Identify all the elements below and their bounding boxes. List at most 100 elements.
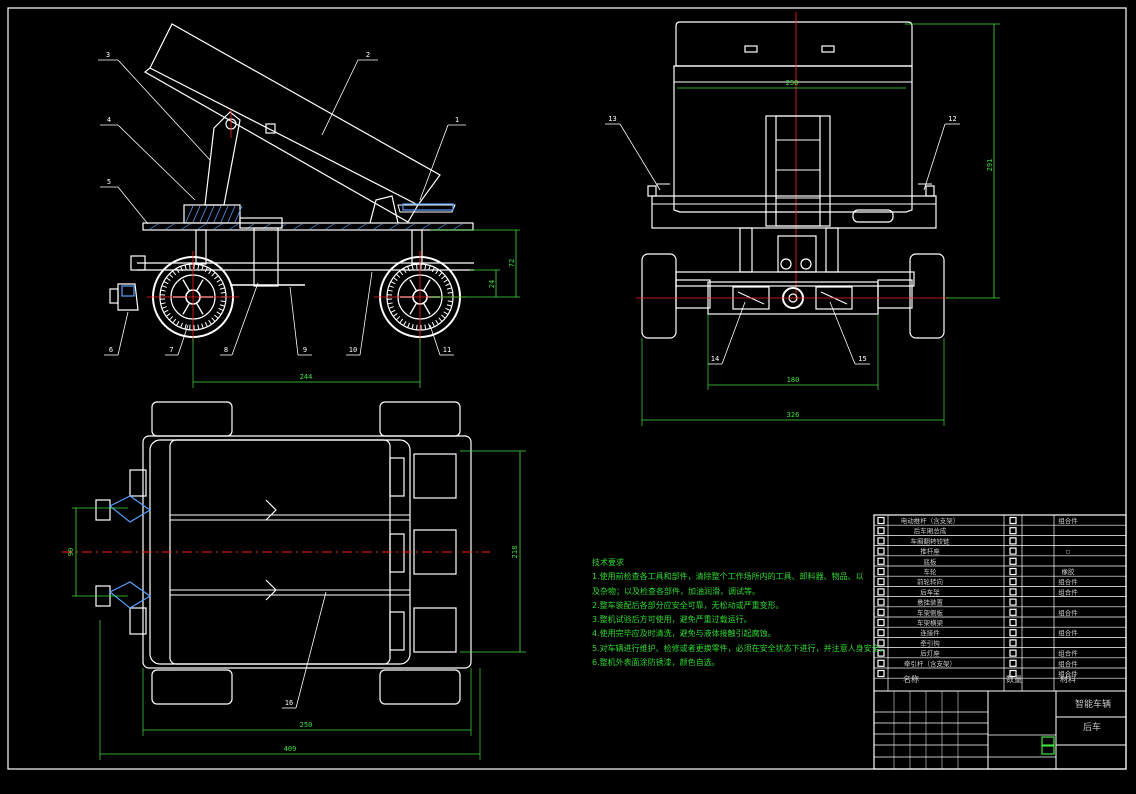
dim-text: 180 (787, 376, 800, 384)
front-wheel-tread (208, 319, 212, 325)
top-clip (389, 457, 405, 497)
title-box (1041, 745, 1055, 755)
bom-part-name: 电动推杆（含支架） (901, 516, 960, 525)
dump-box-lower-edge (143, 67, 419, 223)
hatch-line (227, 205, 236, 223)
front-wheel-tread (219, 304, 225, 307)
front-wheel-tread (204, 321, 208, 327)
bom-checkbox (1009, 537, 1017, 545)
front-wheel-spoke (195, 279, 204, 292)
leader-line (619, 123, 661, 191)
dim-text: 24 (488, 280, 496, 288)
front-wheel-tread (189, 324, 191, 330)
rear-wheel-tread (445, 283, 451, 287)
bom-checkbox (1009, 669, 1017, 678)
bom-part-name: 牵引杆（含支架） (904, 659, 956, 668)
bom-material: 组合件 (1058, 516, 1078, 525)
rear-frame (651, 195, 937, 229)
bom-part-name: 前轮转向 (917, 577, 943, 586)
hatch-line (181, 223, 191, 230)
bom-material: 组合件 (1058, 659, 1078, 668)
hatch-line (213, 223, 223, 230)
dim-text: 218 (511, 546, 519, 559)
front-wheel-tread (160, 289, 166, 292)
bom-checkbox (877, 598, 885, 606)
balloon-number: 2 (366, 51, 370, 59)
front-wheel-tread (201, 323, 204, 329)
top-hitch-arm (108, 495, 152, 523)
rear-wheel-tread (390, 281, 396, 285)
hatch-line (234, 205, 243, 223)
front-wheel-tread (180, 322, 183, 328)
rear-wheel-tread (443, 311, 449, 315)
top-arrow (265, 499, 277, 521)
title-box (1041, 736, 1055, 746)
bom-part-name: 后车厢总成 (914, 526, 947, 535)
dim-text: 250 (300, 721, 313, 729)
leader-line (321, 59, 359, 136)
front-wheel-spoke (182, 302, 191, 315)
balloon-number: 16 (285, 699, 293, 707)
axle-end-right (877, 279, 913, 309)
leader-line (429, 324, 441, 356)
hatch-line (405, 223, 415, 230)
rear-wheel-tread (393, 277, 398, 281)
bom-part-name: 车架侧板 (917, 608, 944, 617)
box-latch (397, 204, 456, 213)
front-wheel-tread (201, 265, 204, 271)
bom-checkbox (877, 537, 885, 545)
axle-end-left (675, 279, 711, 309)
axle-bracket-right (825, 227, 839, 273)
leader-line (359, 271, 373, 356)
rear-wheel-tread (445, 307, 451, 311)
rear-ladder-inner (775, 115, 821, 227)
top-hitch-base (129, 607, 147, 635)
bom-checkbox (1009, 649, 1017, 657)
leader-line (923, 123, 946, 191)
rear-wheel-tread (403, 268, 407, 274)
balloon-number: 4 (107, 116, 111, 124)
hitch-pin (109, 288, 119, 304)
front-wheel-tread (163, 309, 169, 313)
balloon-number: 11 (443, 346, 451, 354)
front-wheel-tread (220, 291, 226, 294)
notes-line: 3.整机试验后方可使用，避免严重过载运行。 (592, 615, 752, 625)
hatch-line (341, 223, 351, 230)
front-wheel-tread (219, 287, 225, 290)
rear-wheel-tread (387, 302, 393, 305)
center-post (253, 227, 279, 287)
rear-wheel-spoke (422, 279, 431, 292)
bom-checkbox (877, 557, 885, 565)
latch-plate (402, 203, 454, 211)
dim-text: 72 (508, 259, 516, 267)
front-wheel-tread (220, 300, 226, 303)
front-wheel-tread (161, 285, 167, 288)
bom-material: 组合件 (1058, 649, 1078, 658)
hatch-line (206, 205, 215, 223)
rear-wheel-tread (438, 272, 443, 277)
hatch-line (220, 205, 229, 223)
top-arrow (265, 579, 277, 601)
front-wheel-tread (218, 307, 224, 311)
balloon-number: 3 (106, 51, 110, 59)
rear-wheel-tread (428, 323, 431, 329)
leader-line (829, 301, 856, 365)
bom-checkbox (1009, 557, 1017, 565)
bom-checkbox (877, 567, 885, 576)
front-support (369, 195, 399, 224)
box-rear-face (673, 65, 913, 213)
bom-part-name: 连接件 (920, 628, 940, 637)
notes-line: 及杂物；以及检查各部件，加油润滑，调试等。 (592, 586, 760, 596)
post-left (195, 229, 207, 265)
dump-box-body (149, 23, 441, 206)
hatch-line (213, 205, 222, 223)
front-wheel-spoke (195, 302, 204, 315)
bom-checkbox (1009, 588, 1017, 596)
bom-checkbox (1009, 527, 1017, 535)
bom-checkbox (1009, 618, 1017, 627)
front-wheel-tread (184, 324, 187, 330)
bom-part-name: 车轮 (924, 567, 938, 576)
rear-wheel-tread (446, 287, 452, 290)
rear-lamp (852, 209, 894, 223)
